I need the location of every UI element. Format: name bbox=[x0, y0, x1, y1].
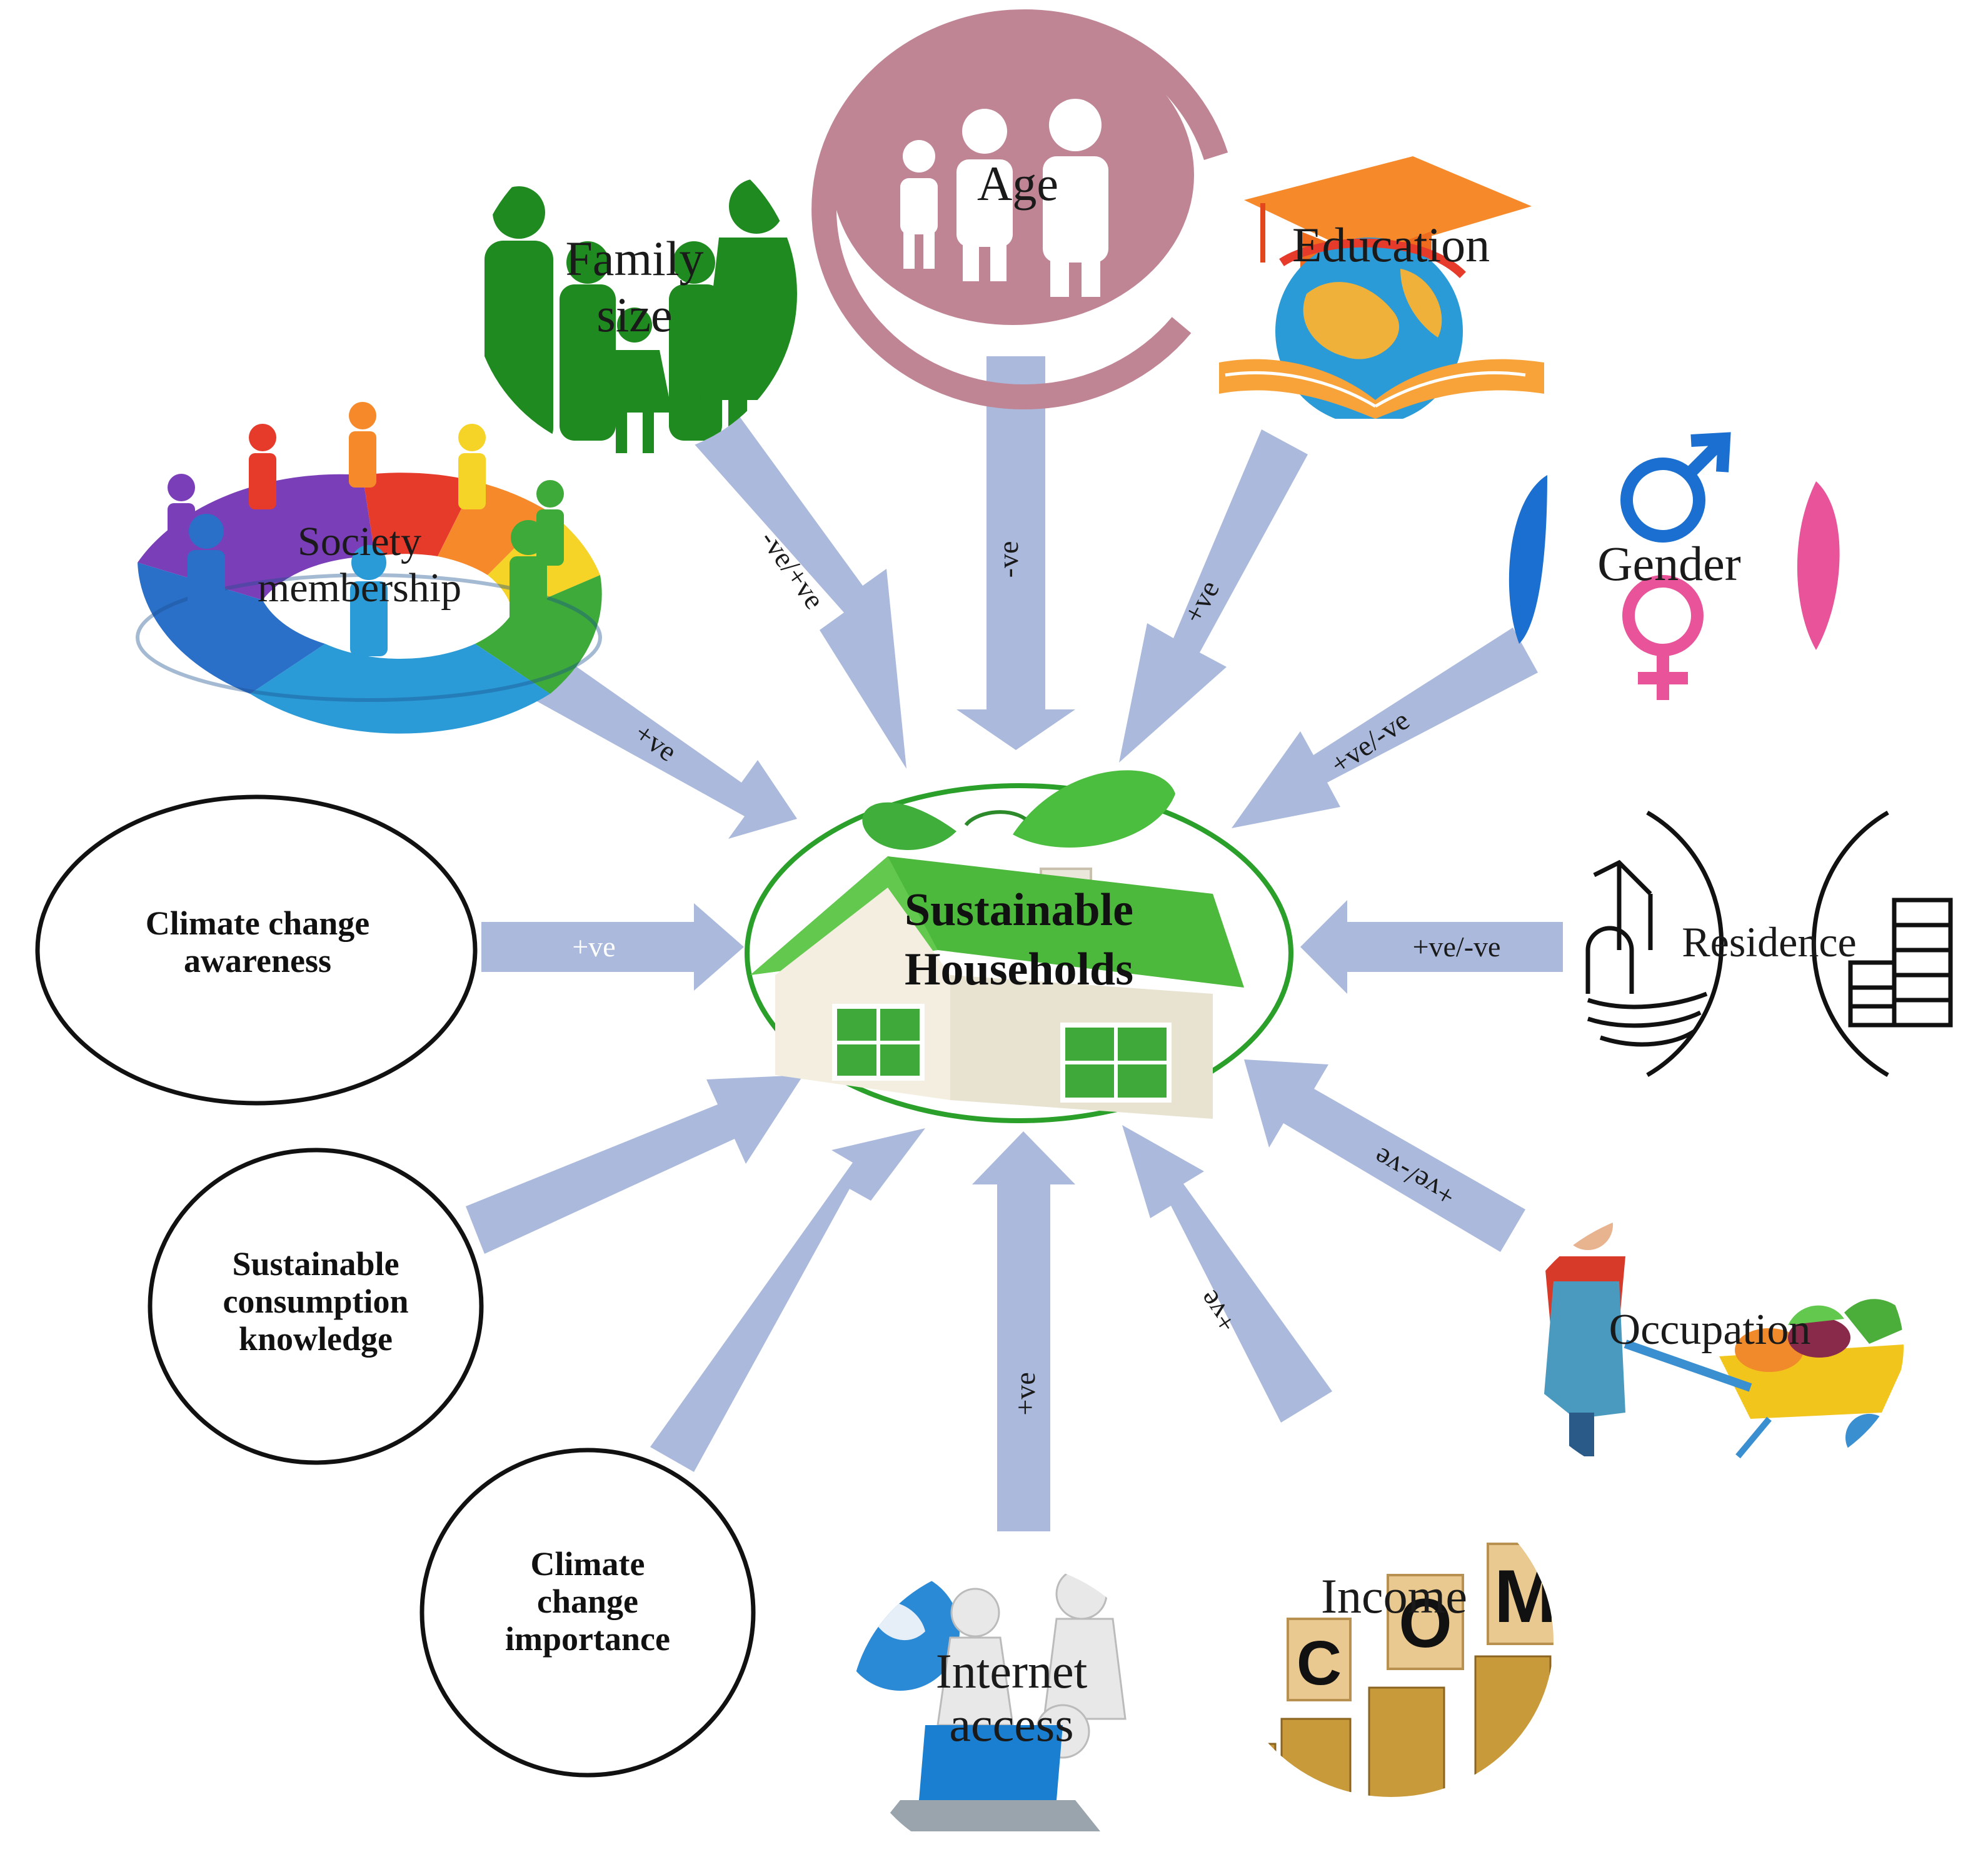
society-label-line2: membership bbox=[258, 565, 461, 611]
sc-knowledge-node: Sustainable consumption knowledge bbox=[148, 1148, 484, 1465]
effect-label-age: -ve bbox=[992, 541, 1024, 578]
arrow-education bbox=[1119, 429, 1308, 763]
internet-label-line2: access bbox=[949, 1697, 1073, 1751]
person-large-icon bbox=[1043, 99, 1108, 297]
arrow-internet bbox=[972, 1131, 1075, 1531]
age-node: Age bbox=[811, 9, 1228, 409]
effect-label-cc-awareness: +ve bbox=[572, 931, 615, 963]
income-node: C O M Income bbox=[1228, 1484, 1557, 1797]
education-node: Education bbox=[1219, 156, 1544, 419]
sc-knowledge-label-line2: consumption bbox=[223, 1283, 408, 1320]
cc-importance-node: Climate change importance bbox=[419, 1448, 756, 1778]
cc-awareness-label-line1: Climate change bbox=[146, 904, 369, 942]
center-title-line1: Sustainable bbox=[905, 884, 1133, 936]
cc-importance-label-line3: importance bbox=[505, 1620, 670, 1658]
income-tile-o: O bbox=[1398, 1585, 1452, 1662]
internet-label-line1: Internet bbox=[936, 1644, 1088, 1698]
occupation-label: Occupation bbox=[1609, 1306, 1811, 1354]
arrow-society bbox=[513, 644, 797, 839]
people-figures-icon bbox=[168, 402, 564, 656]
family-size-node: Family size bbox=[472, 131, 797, 456]
laptop-icon bbox=[919, 1725, 1063, 1800]
puzzle-ring-icon bbox=[136, 473, 602, 734]
gender-label: Gender bbox=[1597, 536, 1741, 591]
arrow-sc-knowledge bbox=[466, 1075, 803, 1254]
person-medium-icon bbox=[956, 109, 1013, 281]
sc-knowledge-label-line1: Sustainable bbox=[232, 1245, 399, 1283]
effect-label-residence: +ve/-ve bbox=[1413, 931, 1501, 963]
female-symbol-icon bbox=[1622, 575, 1704, 700]
rural-house-icon bbox=[1585, 859, 1708, 1047]
residence-node: Residence bbox=[1585, 810, 1953, 1078]
society-node: Society membership bbox=[136, 402, 602, 734]
sc-knowledge-label-line3: knowledge bbox=[239, 1320, 393, 1358]
arrow-gender bbox=[1232, 628, 1538, 828]
internet-node: Internet access bbox=[850, 1563, 1163, 1863]
income-label: Income bbox=[1321, 1569, 1467, 1623]
arrow-cc-awareness bbox=[481, 903, 744, 991]
residence-label: Residence bbox=[1682, 918, 1856, 966]
arrow-cc-importance bbox=[650, 1128, 925, 1472]
arrow-residence bbox=[1300, 900, 1563, 994]
center-node: Sustainable Households bbox=[745, 770, 1293, 1123]
cc-importance-label-line2: change bbox=[537, 1583, 638, 1620]
arrow-income bbox=[1122, 1125, 1332, 1423]
gender-node: Gender bbox=[1509, 432, 1840, 700]
male-symbol-icon bbox=[1620, 432, 1731, 543]
society-label-line1: Society bbox=[298, 519, 421, 564]
effect-label-internet: +ve bbox=[1009, 1372, 1041, 1415]
arrow-occupation bbox=[1244, 1059, 1525, 1252]
education-label: Education bbox=[1292, 218, 1490, 272]
occupation-node: Occupation bbox=[1516, 1203, 1904, 1491]
person-small-icon bbox=[900, 140, 938, 269]
arrow-family-size bbox=[695, 413, 906, 769]
age-label: Age bbox=[977, 156, 1058, 211]
income-tile-m: M bbox=[1494, 1554, 1557, 1638]
cc-importance-label-line1: Climate bbox=[531, 1545, 645, 1583]
cc-awareness-label-line2: awareness bbox=[184, 942, 331, 979]
center-title-line2: Households bbox=[905, 944, 1133, 995]
family-size-label-line1: Family bbox=[565, 231, 703, 286]
cc-awareness-node: Climate change awareness bbox=[35, 794, 478, 1106]
income-tile-c: C bbox=[1297, 1628, 1342, 1698]
city-buildings-icon bbox=[1848, 898, 1953, 1028]
arrow-age bbox=[956, 356, 1075, 750]
arrows-layer bbox=[466, 356, 1563, 1531]
family-size-label-line2: size bbox=[596, 288, 672, 342]
